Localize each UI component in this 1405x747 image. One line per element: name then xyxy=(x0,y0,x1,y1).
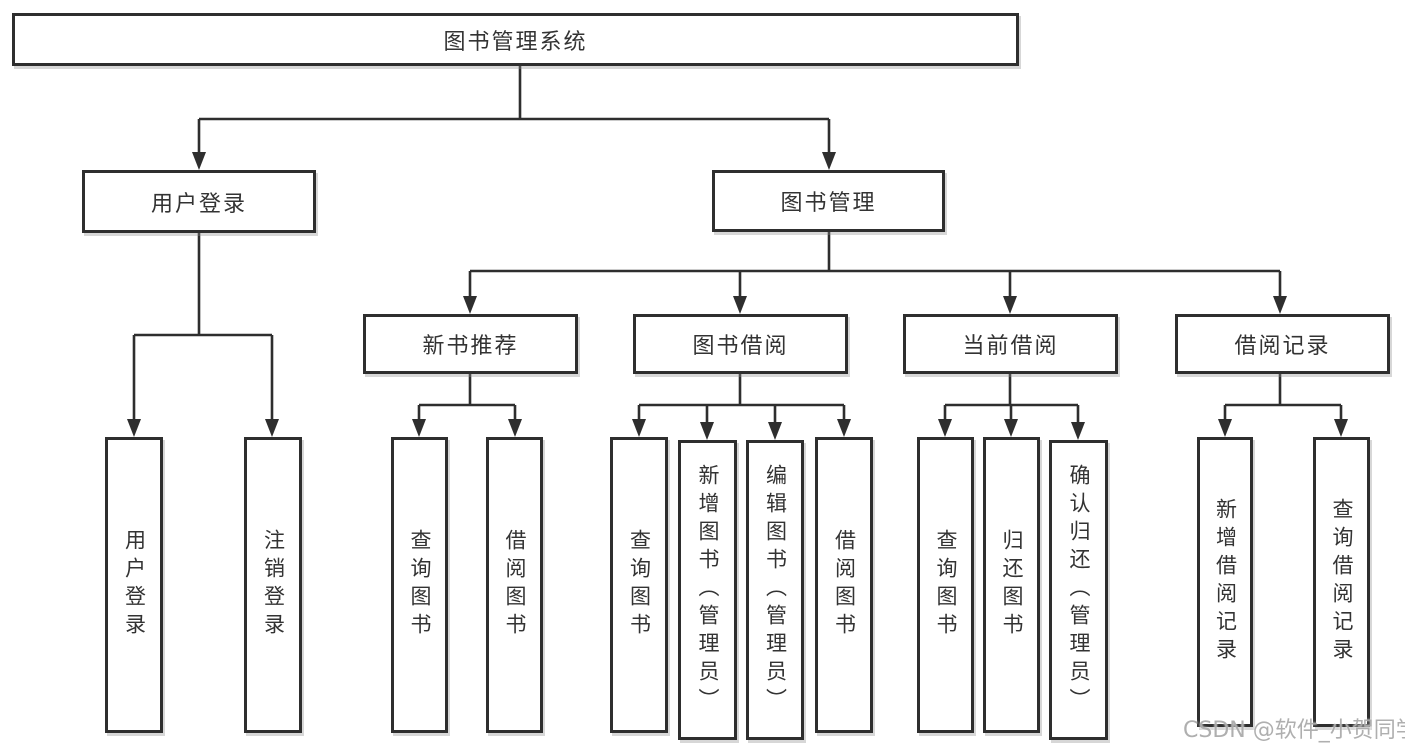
node-label: 查询图书 xyxy=(934,529,958,641)
node-leaf-user-login: 用户登录 xyxy=(105,437,163,733)
node-label: 查询图书 xyxy=(627,529,652,641)
node-leaf-add-borrow-record: 新增借阅记录 xyxy=(1197,437,1253,727)
node-label: 借阅图书 xyxy=(503,529,527,641)
node-label: 图书管理 xyxy=(780,191,877,216)
node-label: 归还图书 xyxy=(1000,529,1024,641)
node-label: 确认归还（管理员） xyxy=(1067,464,1091,716)
node-user-login: 用户登录 xyxy=(82,170,316,233)
node-borrowing-records: 借阅记录 xyxy=(1175,314,1390,374)
node-leaf-query-books-2: 查询图书 xyxy=(610,437,668,733)
node-label: 用户登录 xyxy=(122,529,147,641)
node-label: 新书推荐 xyxy=(422,334,519,359)
node-leaf-borrow-books-1: 借阅图书 xyxy=(486,437,543,733)
node-book-borrowing: 图书借阅 xyxy=(633,314,848,374)
node-new-book-recommend: 新书推荐 xyxy=(363,314,578,374)
node-leaf-query-books-3: 查询图书 xyxy=(917,437,974,733)
node-leaf-edit-books-admin: 编辑图书（管理员） xyxy=(746,440,804,740)
node-leaf-query-borrow-record: 查询借阅记录 xyxy=(1313,437,1370,727)
node-label: 编辑图书（管理员） xyxy=(763,464,788,716)
node-label: 借阅记录 xyxy=(1234,334,1331,359)
node-label: 借阅图书 xyxy=(832,529,857,641)
node-label: 新增图书（管理员） xyxy=(696,464,720,716)
node-current-borrowing: 当前借阅 xyxy=(903,314,1118,374)
node-label: 注销登录 xyxy=(261,529,286,641)
node-leaf-logout: 注销登录 xyxy=(244,437,302,733)
csdn-watermark: CSDN @软件_小贺同学 xyxy=(1183,718,1405,743)
node-book-management: 图书管理 xyxy=(712,170,945,232)
node-label: 当前借阅 xyxy=(962,334,1059,359)
node-leaf-query-books-1: 查询图书 xyxy=(391,437,448,733)
node-label: 新增借阅记录 xyxy=(1213,498,1238,666)
node-label: 图书借阅 xyxy=(692,334,789,359)
node-leaf-borrow-books-2: 借阅图书 xyxy=(815,437,873,733)
node-root-system: 图书管理系统 xyxy=(12,13,1019,66)
node-label: 查询借阅记录 xyxy=(1330,498,1354,666)
node-leaf-add-books-admin: 新增图书（管理员） xyxy=(678,440,737,740)
node-leaf-return-books: 归还图书 xyxy=(983,437,1040,733)
node-label: 图书管理系统 xyxy=(443,29,588,55)
node-leaf-confirm-return-admin: 确认归还（管理员） xyxy=(1049,440,1108,740)
node-label: 查询图书 xyxy=(408,529,432,641)
node-label: 用户登录 xyxy=(150,191,247,217)
